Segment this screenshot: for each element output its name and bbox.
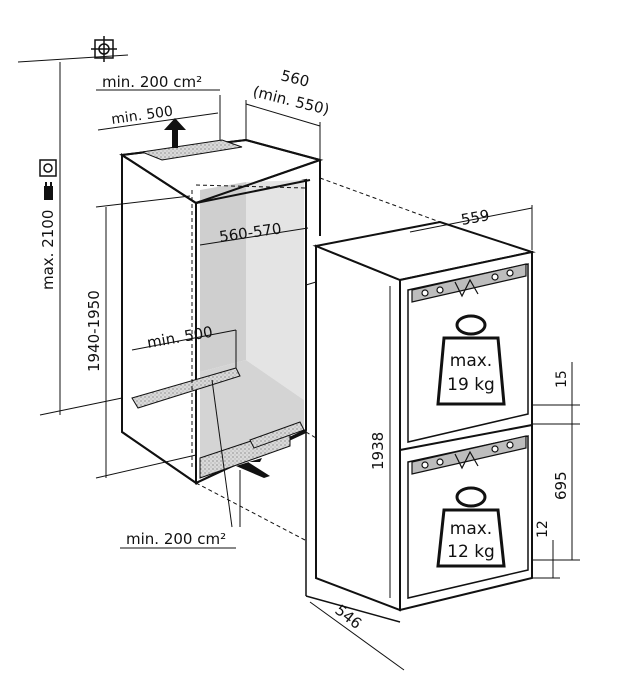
floor-vent: [131, 367, 241, 409]
airflow-arrow-icon: [164, 118, 270, 478]
upper-weight-line1: max.: [450, 351, 492, 371]
vent-top-area-label: min. 200 cm²: [102, 73, 202, 91]
lower-section-height-label: 695: [552, 471, 570, 500]
lower-weight-line2: 12 kg: [447, 542, 495, 562]
wall-mount-icon: [91, 36, 117, 62]
upper-weight-line2: 19 kg: [447, 375, 495, 395]
lower-controls: [411, 435, 527, 475]
niche-depth-min-label: (min. 550): [251, 82, 331, 118]
gap-top-label: 15: [554, 370, 570, 388]
niche-height-label: 1940-1950: [85, 290, 103, 372]
niche-back-wall: [200, 182, 246, 372]
weight-icon: [436, 314, 506, 406]
weight-icon: [436, 486, 506, 568]
plug-icon: [44, 182, 53, 200]
upper-controls: [411, 263, 527, 303]
niche-depth-label: 560: [279, 66, 311, 90]
appliance-depth-label: 546: [332, 601, 366, 633]
power-socket-icon: [39, 159, 57, 177]
niche-floor: [200, 360, 304, 470]
base-gap-label: 12: [535, 520, 551, 538]
vent-top-width-label: min. 500: [110, 103, 174, 127]
appliance-width-label: 559: [460, 206, 491, 229]
appliance-height-label: 1938: [369, 432, 387, 470]
lower-weight-line1: max.: [450, 519, 492, 539]
vent-bottom-area-label: min. 200 cm²: [126, 530, 226, 548]
top-vent-slot: [140, 139, 243, 161]
max-height-label: max. 2100: [39, 210, 57, 290]
side-vent: [249, 421, 305, 449]
